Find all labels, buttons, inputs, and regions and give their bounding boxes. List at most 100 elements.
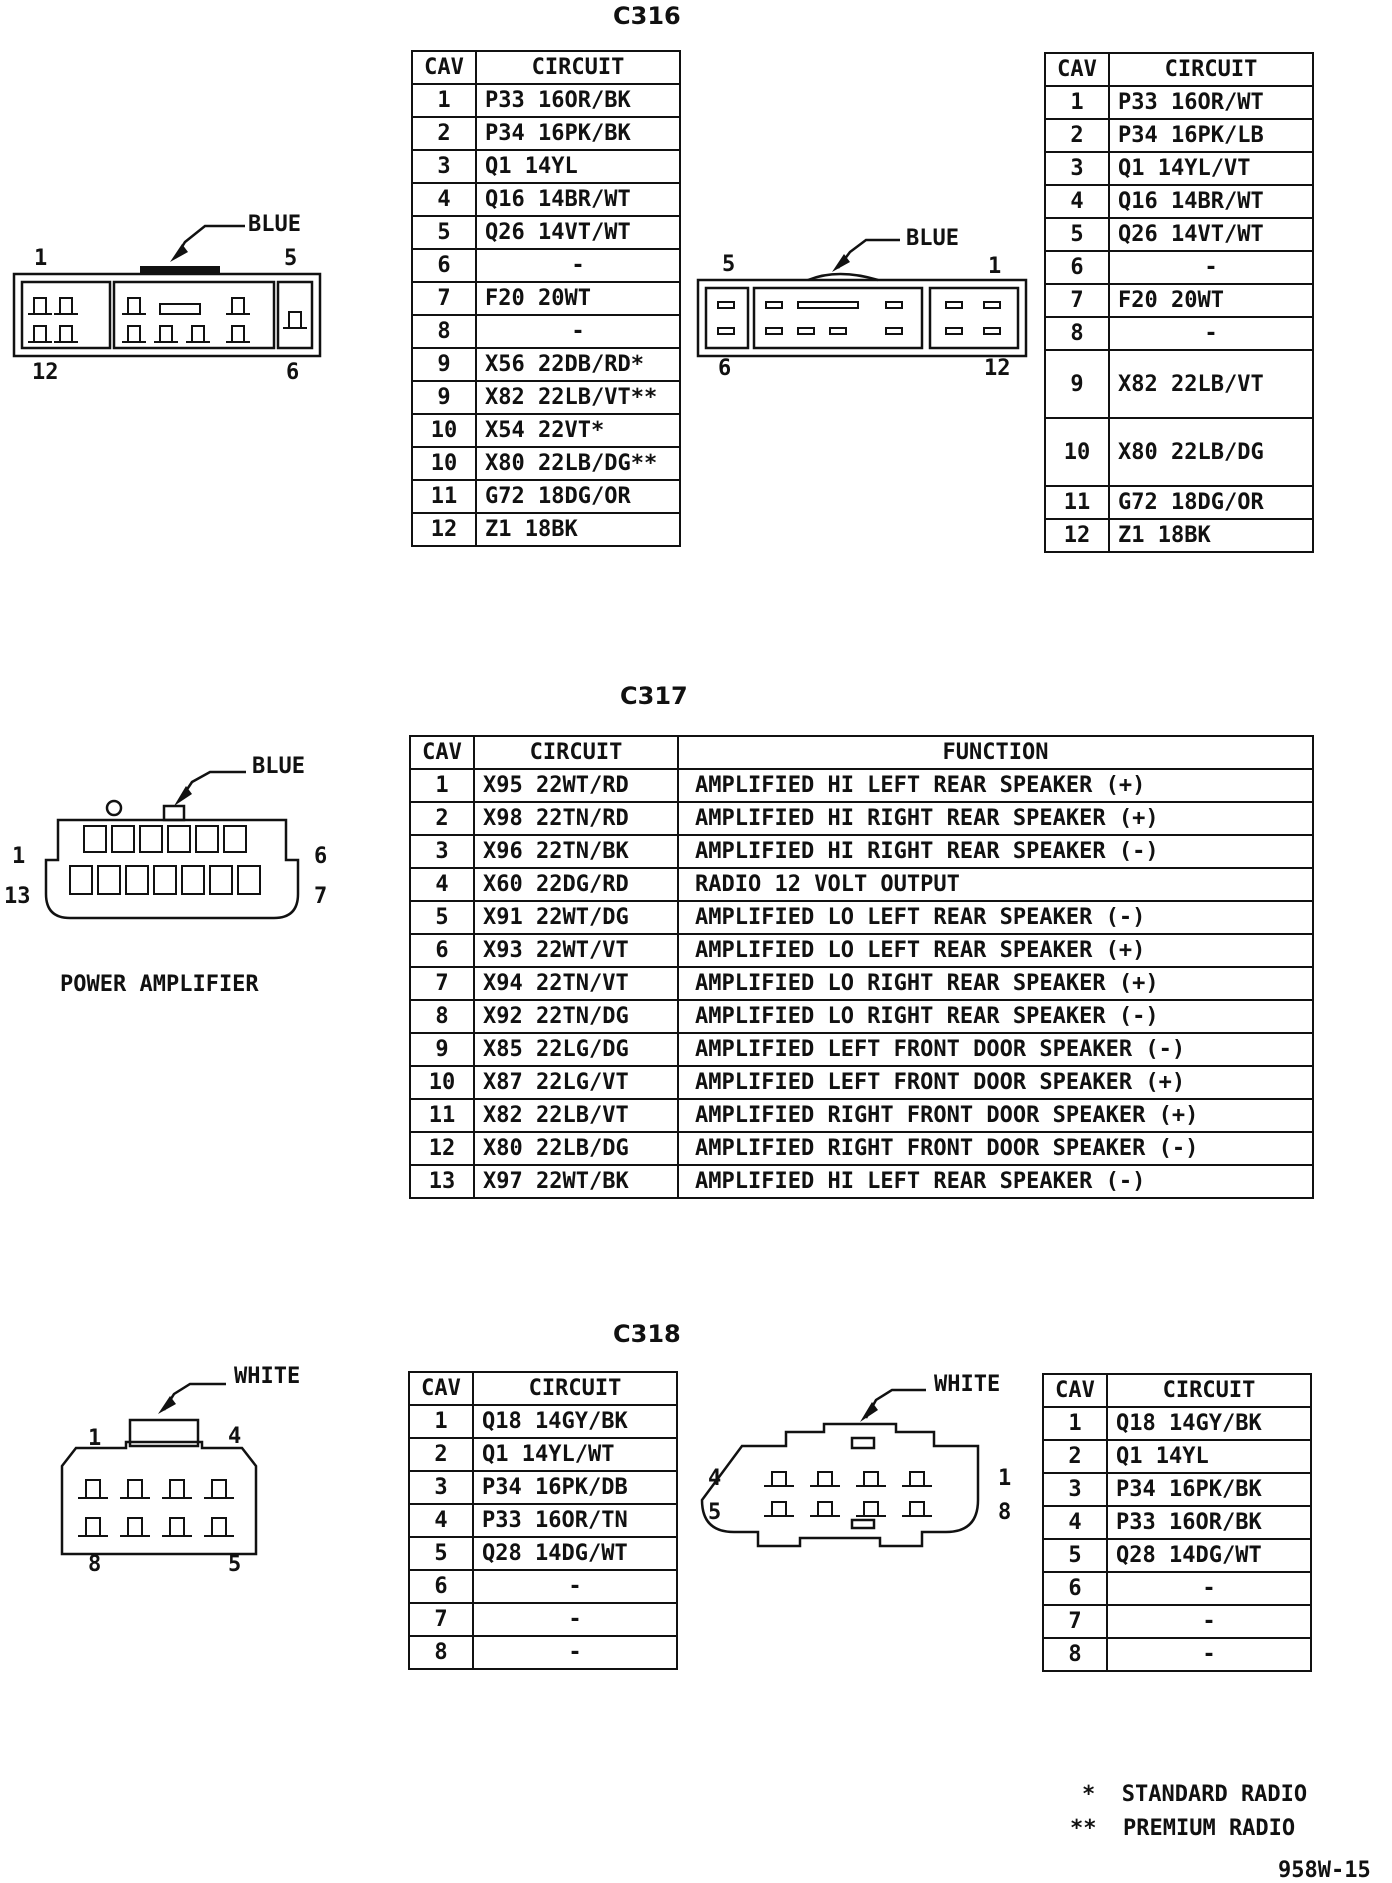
circuit-cell: -	[1108, 250, 1314, 285]
circuit-cell: X98 22TN/RD	[473, 801, 679, 836]
pin-label: 13	[4, 884, 31, 909]
circuit-cell: X94 22TN/VT	[473, 966, 679, 1001]
column-header-function: FUNCTION	[677, 735, 1314, 770]
cav-cell: 9	[411, 347, 477, 382]
circuit-cell: G72 18DG/OR	[1108, 485, 1314, 520]
table-row: 6-	[1044, 250, 1314, 285]
table-row: 7-	[408, 1602, 678, 1637]
circuit-cell: Q1 14YL/WT	[472, 1437, 678, 1472]
cav-cell: 3	[1044, 151, 1110, 186]
cav-cell: 4	[408, 1503, 474, 1538]
function-cell: AMPLIFIED LO LEFT REAR SPEAKER (+)	[677, 933, 1314, 968]
cav-cell: 1	[408, 1404, 474, 1439]
circuit-cell: X82 22LB/VT**	[475, 380, 681, 415]
cav-cell: 7	[408, 1602, 474, 1637]
function-cell: AMPLIFIED LEFT FRONT DOOR SPEAKER (+)	[677, 1065, 1314, 1100]
circuit-cell: -	[472, 1635, 678, 1670]
cav-cell: 12	[1044, 518, 1110, 553]
circuit-cell: X82 22LB/VT	[473, 1098, 679, 1133]
circuit-cell: -	[472, 1569, 678, 1604]
cav-cell: 13	[409, 1164, 475, 1199]
table-row: 6-	[411, 248, 681, 283]
circuit-cell: X95 22WT/RD	[473, 768, 679, 803]
cav-cell: 8	[411, 314, 477, 349]
cav-cell: 6	[1044, 250, 1110, 285]
circuit-cell: P34 16PK/LB	[1108, 118, 1314, 153]
connector-drawing	[696, 238, 1028, 358]
circuit-cell: X91 22WT/DG	[473, 900, 679, 935]
circuit-cell: P33 16OR/BK	[475, 83, 681, 118]
circuit-cell: X93 22WT/VT	[473, 933, 679, 968]
cav-cell: 5	[409, 900, 475, 935]
function-cell: AMPLIFIED LO RIGHT REAR SPEAKER (+)	[677, 966, 1314, 1001]
connector-color-label: BLUE	[252, 754, 305, 779]
function-cell: AMPLIFIED LEFT FRONT DOOR SPEAKER (-)	[677, 1032, 1314, 1067]
cav-cell: 8	[408, 1635, 474, 1670]
circuit-cell: Q26 14VT/WT	[1108, 217, 1314, 252]
pin-label: 1	[12, 844, 26, 869]
circuit-cell: P33 16OR/BK	[1106, 1505, 1312, 1540]
circuit-cell: X92 22TN/DG	[473, 999, 679, 1034]
pin-label: 5	[228, 1552, 242, 1577]
pin-label: 12	[984, 356, 1011, 381]
function-cell: AMPLIFIED LO LEFT REAR SPEAKER (-)	[677, 900, 1314, 935]
circuit-cell: P34 16PK/BK	[475, 116, 681, 151]
cav-cell: 2	[409, 801, 475, 836]
figure-id: 958W-15	[1278, 1858, 1371, 1883]
pin-label: 1	[34, 246, 48, 271]
connector-drawing	[44, 770, 300, 920]
circuit-cell: Q28 14DG/WT	[472, 1536, 678, 1571]
circuit-cell: F20 20WT	[1108, 283, 1314, 318]
pin-label: 4	[228, 1424, 242, 1449]
cav-cell: 6	[1042, 1571, 1108, 1606]
pin-label: 4	[708, 1466, 722, 1491]
cav-cell: 12	[409, 1131, 475, 1166]
column-header-circuit: CIRCUIT	[473, 735, 679, 770]
function-cell: AMPLIFIED HI RIGHT REAR SPEAKER (+)	[677, 801, 1314, 836]
circuit-cell: Q16 14BR/WT	[475, 182, 681, 217]
pin-label: 12	[32, 360, 59, 385]
circuit-cell: Q18 14GY/BK	[472, 1404, 678, 1439]
pin-label: 6	[286, 360, 300, 385]
cav-cell: 3	[411, 149, 477, 184]
circuit-cell: -	[1106, 1637, 1312, 1672]
circuit-cell: X97 22WT/BK	[473, 1164, 679, 1199]
circuit-cell: Z1 18BK	[475, 512, 681, 547]
cav-cell: 2	[408, 1437, 474, 1472]
circuit-cell: Q16 14BR/WT	[1108, 184, 1314, 219]
cav-cell: 11	[411, 479, 477, 514]
cav-cell: 6	[411, 248, 477, 283]
cav-cell: 5	[411, 215, 477, 250]
cav-cell: 10	[1044, 417, 1110, 487]
legend-standard-radio: * STANDARD RADIO	[1082, 1782, 1308, 1807]
pin-label: 6	[314, 844, 328, 869]
cav-cell: 1	[1042, 1406, 1108, 1441]
circuit-cell: Q1 14YL/VT	[1108, 151, 1314, 186]
